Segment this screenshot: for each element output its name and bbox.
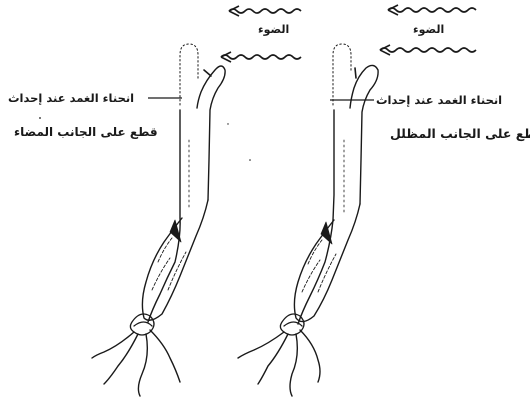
original-tip-outline-right [333, 44, 351, 105]
cut-label-right: قطع على الجانب المظلل [390, 128, 530, 141]
leader-lines [148, 98, 374, 100]
cut-label-left: قطع على الجانب المضاء [14, 126, 158, 138]
original-tip-outline-left [180, 44, 198, 105]
light-label-right: الضوء [413, 24, 444, 35]
cut-mark-left [204, 70, 211, 76]
cut-mark-right [355, 68, 356, 78]
seed-body-right [294, 204, 360, 322]
light-label-left: الضوء [258, 24, 289, 35]
roots-right [238, 330, 320, 396]
coleoptile-sheath-right [298, 110, 334, 324]
bend-label-right: انحناء الغمد عند إحداث [376, 95, 502, 107]
light-arrow-bottom-right [380, 45, 476, 55]
roots-left [92, 330, 180, 396]
seedling-right [238, 44, 378, 396]
light-arrow-bottom-left [221, 52, 301, 62]
bend-label-left: انحناء الغمد عند إحداث [8, 93, 134, 105]
light-arrow-top-left [229, 6, 301, 16]
light-arrow-top-right [388, 5, 476, 15]
coleoptile-sheath-left [148, 110, 180, 322]
